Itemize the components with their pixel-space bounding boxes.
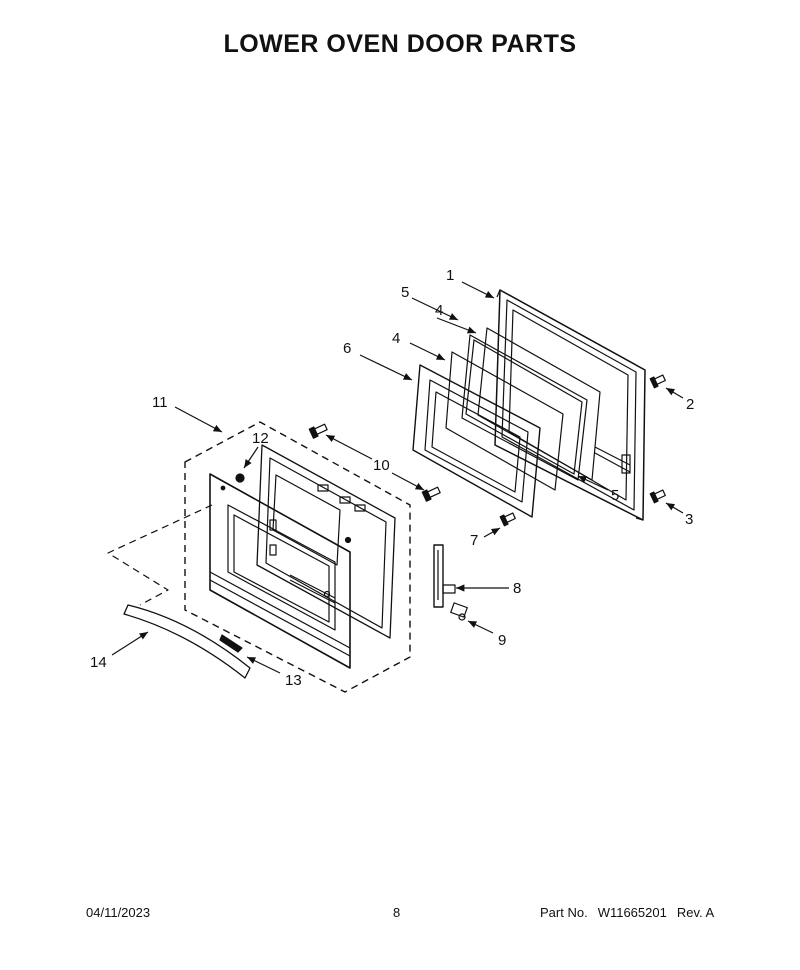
part-8-hinge	[433, 544, 456, 608]
handle-guide-line	[107, 504, 213, 606]
door-liner	[256, 444, 396, 639]
callout-11: 11	[152, 394, 168, 411]
callout-7: 7	[470, 532, 478, 549]
front-glass-panel	[445, 351, 564, 491]
callout-13: 13	[285, 672, 302, 689]
footer-page-number: 8	[393, 905, 401, 920]
callout-5-rear: 5	[401, 284, 409, 301]
callout-14: 14	[90, 654, 107, 671]
footer-date: 04/11/2023	[86, 905, 151, 920]
outer-door-assembly-outline	[184, 421, 411, 693]
callout-2: 2	[686, 396, 694, 413]
callout-6: 6	[343, 340, 351, 357]
callout-1: 1	[446, 267, 454, 284]
callout-labels: 1 2 3 4 4 5 5 6 7 8 9 10 11 12 13 14	[90, 267, 694, 689]
rear-glass-panel	[477, 327, 601, 481]
callout-8: 8	[513, 580, 521, 597]
inner-door-frame	[494, 289, 646, 521]
part-14-handle	[123, 604, 251, 679]
outer-door-panel	[209, 473, 351, 669]
part-3-screw	[649, 489, 666, 504]
callout-5-front: 5	[611, 487, 619, 504]
part-7-screw	[499, 512, 516, 527]
leader-lines	[111, 281, 684, 674]
footer-part-info: Part No. W11665201 Rev. A	[540, 905, 724, 920]
part-2-screw	[649, 374, 666, 389]
page-title: LOWER OVEN DOOR PARTS	[223, 30, 577, 58]
footer-part-label: Part No.	[540, 905, 588, 920]
callout-4-rear: 4	[435, 302, 443, 319]
callout-9: 9	[498, 632, 506, 649]
footer-part-number: W11665201	[597, 905, 667, 920]
part-9-hinge-receptacle	[450, 602, 468, 621]
callout-10: 10	[373, 457, 390, 474]
callout-3: 3	[685, 511, 693, 528]
part-10-screws	[308, 423, 441, 502]
part-13-badge	[219, 634, 243, 653]
callout-4-front: 4	[392, 330, 400, 347]
callout-12: 12	[252, 430, 269, 447]
window-pack-frame	[412, 364, 541, 518]
part-12-screw	[235, 473, 245, 483]
footer-revision: Rev. A	[676, 905, 715, 920]
